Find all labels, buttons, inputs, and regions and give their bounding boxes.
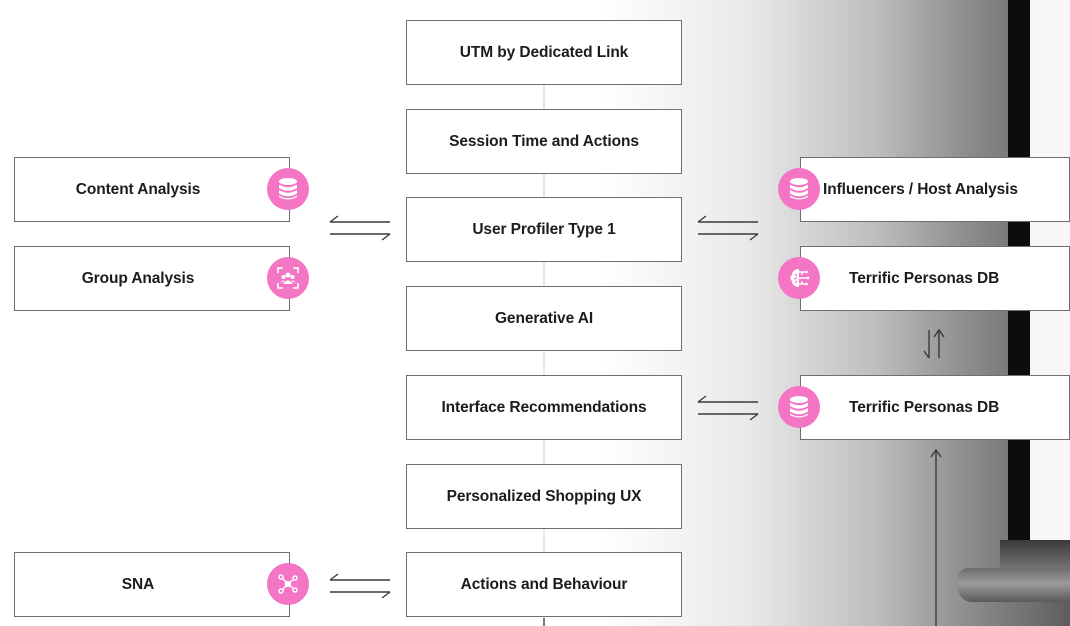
utm-link-box: UTM by Dedicated Link (406, 20, 682, 85)
arrow-up-to-personas (930, 448, 942, 626)
arrow-profiler-influencers (697, 215, 759, 241)
arrow-personas-vertical (923, 328, 945, 359)
terrific-personas-label-1: Terrific Personas DB (849, 269, 1000, 287)
personalized-shopping-box: Personalized Shopping UX (406, 464, 682, 529)
monitor-stand (1000, 540, 1070, 572)
interface-recommendations-box: Interface Recommendations (406, 375, 682, 440)
influencers-host-label: Influencers / Host Analysis (823, 180, 1018, 198)
brain-circuit-icon (778, 257, 820, 299)
influencers-host-box: Influencers / Host Analysis (800, 157, 1070, 222)
actions-behaviour-box: Actions and Behaviour (406, 552, 682, 617)
generative-ai-label: Generative AI (494, 309, 594, 327)
sna-label: SNA (121, 575, 155, 593)
arrow-sna-actions (329, 573, 391, 599)
sna-box: SNA (14, 552, 290, 617)
monitor-base (958, 568, 1070, 602)
group-focus-icon (267, 257, 309, 299)
terrific-personas-box-2: Terrific Personas DB (800, 375, 1070, 440)
database-icon (778, 168, 820, 210)
network-icon (267, 563, 309, 605)
session-time-box: Session Time and Actions (406, 109, 682, 174)
group-analysis-label: Group Analysis (81, 269, 195, 287)
personalized-shopping-label: Personalized Shopping UX (446, 487, 642, 505)
arrow-interface-personas (697, 395, 759, 421)
interface-recommendations-label: Interface Recommendations (441, 398, 647, 416)
group-analysis-box: Group Analysis (14, 246, 290, 311)
arrow-content-profiler (329, 215, 391, 241)
user-profiler-label: User Profiler Type 1 (472, 220, 616, 238)
generative-ai-box: Generative AI (406, 286, 682, 351)
session-time-label: Session Time and Actions (449, 132, 639, 150)
content-analysis-box: Content Analysis (14, 157, 290, 222)
terrific-personas-box-1: Terrific Personas DB (800, 246, 1070, 311)
database-icon (267, 168, 309, 210)
utm-link-label: UTM by Dedicated Link (459, 43, 629, 61)
actions-behaviour-label: Actions and Behaviour (460, 575, 628, 593)
terrific-personas-label-2: Terrific Personas DB (849, 398, 1000, 416)
user-profiler-box: User Profiler Type 1 (406, 197, 682, 262)
database-icon (778, 386, 820, 428)
content-analysis-label: Content Analysis (75, 180, 201, 198)
